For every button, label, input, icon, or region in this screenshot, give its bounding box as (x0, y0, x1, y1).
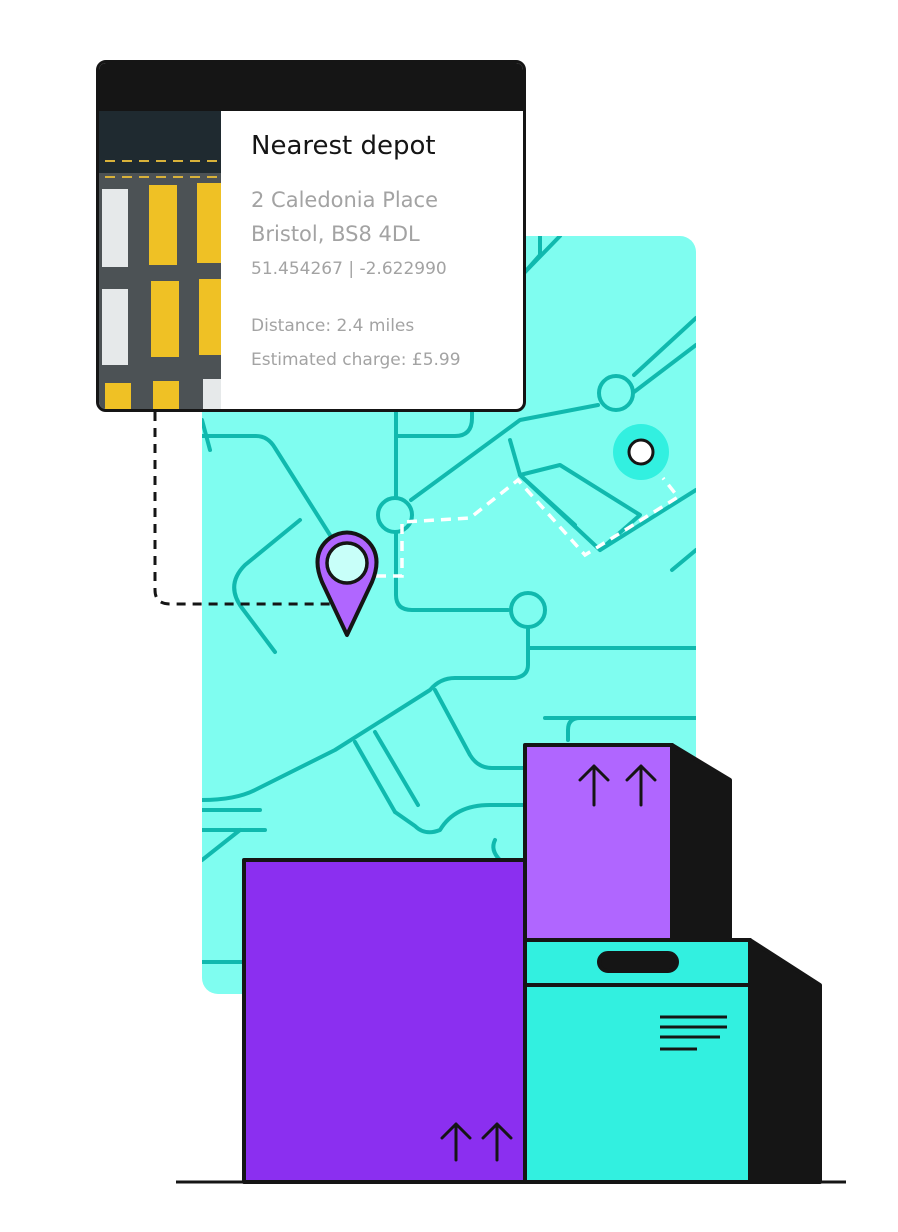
this-way-up-icon (440, 764, 657, 1162)
charge-text: Estimated charge: £5.99 (251, 350, 461, 370)
parcels (242, 743, 822, 1184)
coordinates: 51.454267 | -2.622990 (251, 259, 447, 279)
card-title: Nearest depot (251, 131, 436, 161)
destination-dot-icon (613, 424, 669, 480)
depot-photo (99, 111, 221, 409)
card-connector (153, 412, 330, 606)
address-line-2: Bristol, BS8 4DL (251, 222, 420, 246)
distance-text: Distance: 2.4 miles (251, 316, 415, 336)
depot-card[interactable]: Nearest depot 2 Caledonia Place Bristol,… (96, 60, 526, 412)
address-line-1: 2 Caledonia Place (251, 188, 439, 212)
card-header-bar (99, 63, 523, 111)
map-pin-icon (315, 530, 379, 637)
card-details: Nearest depot 2 Caledonia Place Bristol,… (251, 133, 513, 377)
